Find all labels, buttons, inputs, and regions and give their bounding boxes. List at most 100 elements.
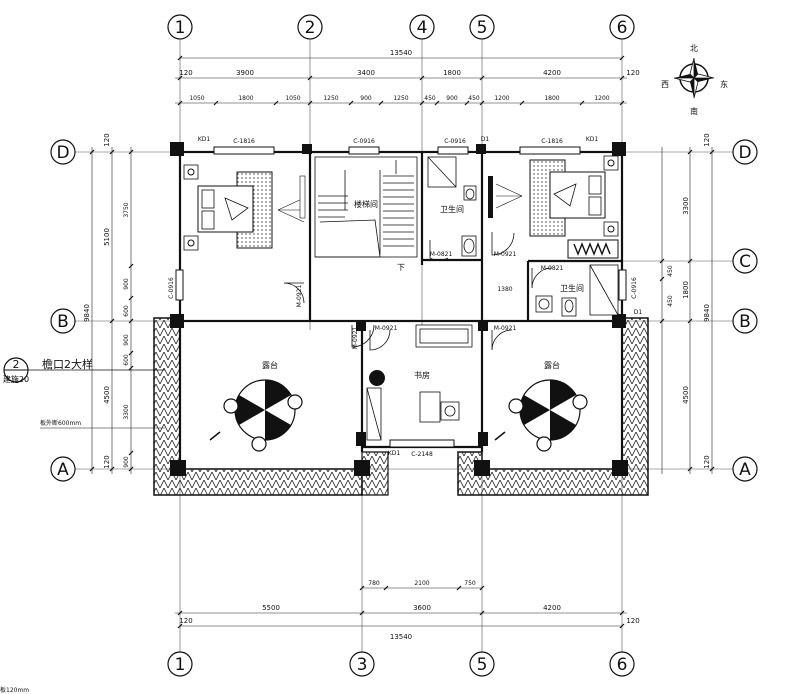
bed-right-light	[495, 183, 523, 209]
left-dimensions	[91, 147, 132, 474]
patio-umbrella-right-icon	[494, 379, 588, 452]
room-label-bath1: 卫生间	[440, 204, 464, 214]
top-sub-dim: 1800	[238, 95, 253, 102]
top-edge-left: 120	[179, 69, 192, 77]
left-span-dim: 5100	[103, 228, 111, 246]
top-total-dim: 13540	[390, 49, 412, 57]
top-sub-dim: 450	[424, 95, 436, 102]
axis-label-bottom: 3	[357, 655, 368, 675]
door-label: M-0921	[375, 325, 398, 332]
compass-east: 东	[720, 79, 728, 89]
door-label: KD1	[198, 136, 211, 143]
top-span-dim: 3900	[236, 69, 254, 77]
top-sub-dim: 1050	[285, 95, 300, 102]
bathroom-1-fixtures	[427, 156, 477, 257]
top-sub-dim: 900	[360, 95, 372, 102]
bottom-sub-dim: 750	[464, 580, 476, 587]
top-span-dim: 4200	[543, 69, 561, 77]
axis-label-right: C	[739, 252, 751, 272]
bottom-total-dim: 13540	[390, 633, 412, 641]
compass-south: 南	[690, 106, 698, 116]
room-label-terrace-left: 露台	[262, 360, 278, 370]
window-label: C-0916	[168, 277, 175, 299]
axis-label-right: B	[739, 312, 751, 332]
top-sub-dim: 1200	[594, 95, 609, 102]
axis-label-top: 6	[617, 18, 628, 38]
top-sub-dim: 1250	[393, 95, 408, 102]
door-label: M-0821	[430, 251, 453, 258]
axis-label-bottom: 6	[617, 655, 628, 675]
axis-label-top: 2	[305, 18, 316, 38]
bottom-edge-right: 120	[626, 617, 639, 625]
corner-note: 板120mm	[0, 686, 29, 694]
axis-label-top: 4	[417, 18, 428, 38]
door-label: KD1	[586, 136, 599, 143]
window-label: C-0916	[444, 138, 466, 145]
stairwell	[314, 156, 418, 258]
window-label: C-2148	[411, 451, 433, 458]
left-sub-dim: 3750	[123, 202, 130, 217]
compass-west: 西	[661, 80, 669, 89]
left-sub-dim: 600	[123, 354, 130, 366]
top-sub-dim: 1050	[189, 95, 204, 102]
left-total-dim: 9840	[83, 304, 91, 322]
callout-reference: 建施20	[3, 374, 29, 384]
axis-label-left: A	[57, 460, 69, 480]
top-dimensions	[175, 57, 627, 104]
room-label-stair: 楼梯间	[354, 199, 378, 209]
axis-label-right: D	[738, 143, 751, 163]
top-sub-dim: 900	[446, 95, 458, 102]
left-sub-dim: 600	[123, 305, 130, 317]
bottom-edge-left: 120	[179, 617, 192, 625]
right-dimensions	[661, 147, 713, 474]
tv-icon	[488, 176, 493, 218]
bottom-span-dim: 3600	[413, 604, 431, 612]
bed-left	[183, 164, 273, 251]
bed-right	[529, 155, 619, 237]
bottom-sub-dim: 780	[368, 580, 380, 587]
window-label: C-1816	[541, 138, 563, 145]
compass-north: 北	[690, 44, 698, 53]
left-edge-bottom: 120	[103, 455, 111, 468]
axis-label-right: A	[739, 460, 751, 480]
left-span-dim: 4500	[103, 386, 111, 404]
tv-icon-left	[299, 175, 306, 219]
window-label: C-0916	[353, 138, 375, 145]
axis-label-top: 5	[477, 18, 488, 38]
patio-umbrella-left-icon	[209, 379, 303, 452]
axis-label-bottom: 5	[477, 655, 488, 675]
wardrobe-right	[567, 239, 619, 259]
top-span-dim: 3400	[357, 69, 375, 77]
door-label: M-0921	[296, 285, 303, 308]
top-sub-dim: 450	[468, 95, 480, 102]
plant-icon	[369, 370, 385, 386]
bathroom-2-fixtures	[535, 264, 619, 317]
stair-down-label: 下	[397, 263, 405, 272]
bottom-span-dim: 5500	[262, 604, 280, 612]
door-label: M-0921	[352, 327, 359, 350]
study-furniture	[366, 324, 473, 441]
left-sub-dim: 3300	[123, 404, 130, 419]
left-sub-dim: 900	[123, 456, 130, 468]
window-label: C-0916	[631, 277, 638, 299]
window-label: C-1816	[233, 138, 255, 145]
axis-label-left: B	[57, 312, 69, 332]
callout-text: 檐口2大样	[42, 357, 93, 371]
right-sub-dim: 450	[667, 265, 674, 277]
room-label-terrace-right: 露台	[544, 360, 560, 370]
top-sub-dim: 1250	[323, 95, 338, 102]
structural-columns	[170, 142, 628, 476]
terrace-parapet-right	[457, 317, 649, 496]
top-sub-dim: 1200	[494, 95, 509, 102]
top-windows	[175, 146, 627, 448]
door-label: D1	[481, 136, 490, 143]
corridor-dim: 1380	[497, 286, 512, 293]
left-sub-dim: 900	[123, 334, 130, 346]
door-label: M-0921	[494, 325, 517, 332]
left-edge-top: 120	[103, 133, 111, 146]
top-span-dim: 1800	[443, 69, 461, 77]
axis-label-left: D	[56, 143, 69, 163]
top-edge-right: 120	[626, 69, 639, 77]
room-label-study: 书房	[414, 370, 430, 380]
left-sub-dim: 900	[123, 278, 130, 290]
